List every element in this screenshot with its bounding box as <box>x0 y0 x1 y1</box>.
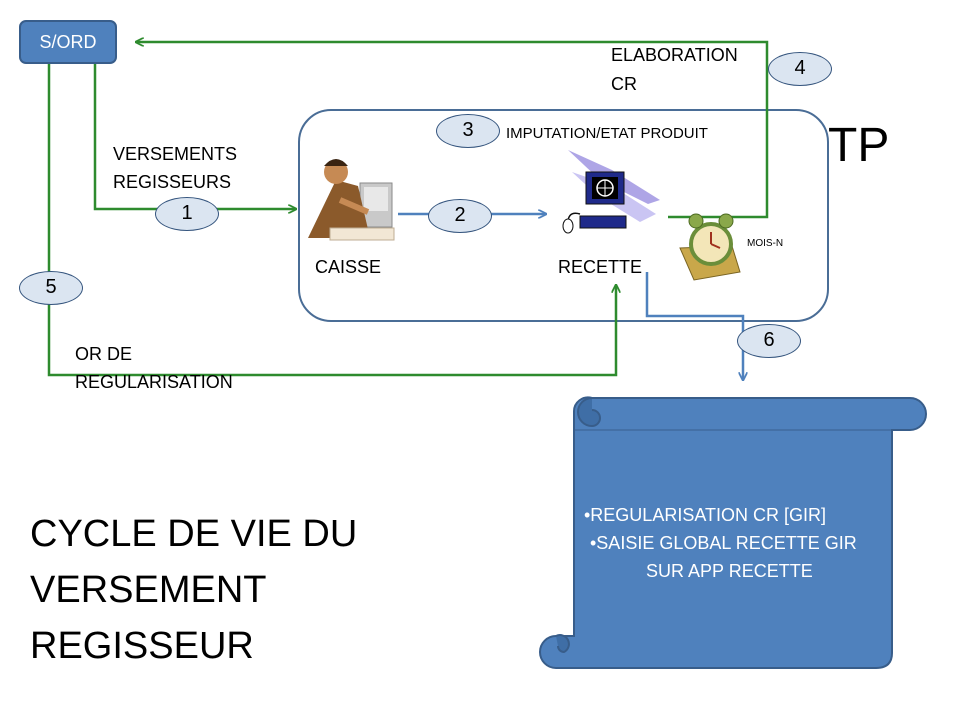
web-computer-icon <box>562 150 660 234</box>
title-line-1: CYCLE DE VIE DU <box>30 513 358 555</box>
gir-scroll <box>539 396 927 669</box>
arrow-5-or-regularisation <box>47 64 616 377</box>
or-label-line2: REGULARISATION <box>75 372 233 392</box>
step-badge-3: 3 <box>436 114 500 148</box>
imputation-label: IMPUTATION/ETAT PRODUIT <box>506 125 708 142</box>
elaboration-label-line1: ELABORATION <box>611 45 738 65</box>
step-badge-4: 4 <box>768 52 832 86</box>
scroll-item-3: SUR APP RECETTE <box>646 561 813 581</box>
arrow-6-to-gir <box>645 272 743 380</box>
title-line-3: REGISSEUR <box>30 625 254 667</box>
scroll-item-2: •SAISIE GLOBAL RECETTE GIR <box>590 533 857 553</box>
step-badge-6: 6 <box>737 324 801 358</box>
gir-scroll-text: •REGULARISATION CR [GIR] •SAISIE GLOBAL … <box>578 501 894 585</box>
arrow-1-versements <box>93 64 296 209</box>
tp-label: TP <box>828 119 890 172</box>
versements-label-line2: REGISSEURS <box>113 172 232 192</box>
page-title: CYCLE DE VIE DU VERSEMENT REGISSEUR <box>30 506 357 674</box>
arrow-4-elaboration <box>136 42 769 219</box>
step-badge-1: 1 <box>155 197 219 231</box>
scroll-item-1: •REGULARISATION CR [GIR] <box>584 505 826 525</box>
step-badge-2: 2 <box>428 199 492 233</box>
title-line-2: VERSEMENT <box>30 569 267 611</box>
caisse-label: CAISSE <box>315 257 382 277</box>
tp-container <box>298 109 829 322</box>
or-label-line1: OR DE <box>75 344 133 364</box>
alarm-clock-icon <box>679 213 741 281</box>
clerk-at-computer-icon <box>308 159 395 241</box>
versements-label-line1: VERSEMENTS <box>113 144 238 164</box>
mois-n-label: MOIS-N <box>747 238 784 249</box>
sord-node[interactable]: S/ORD <box>19 20 117 64</box>
step-badge-5: 5 <box>19 271 83 305</box>
elaboration-label-line2: CR <box>611 74 637 94</box>
recette-label: RECETTE <box>558 257 643 277</box>
